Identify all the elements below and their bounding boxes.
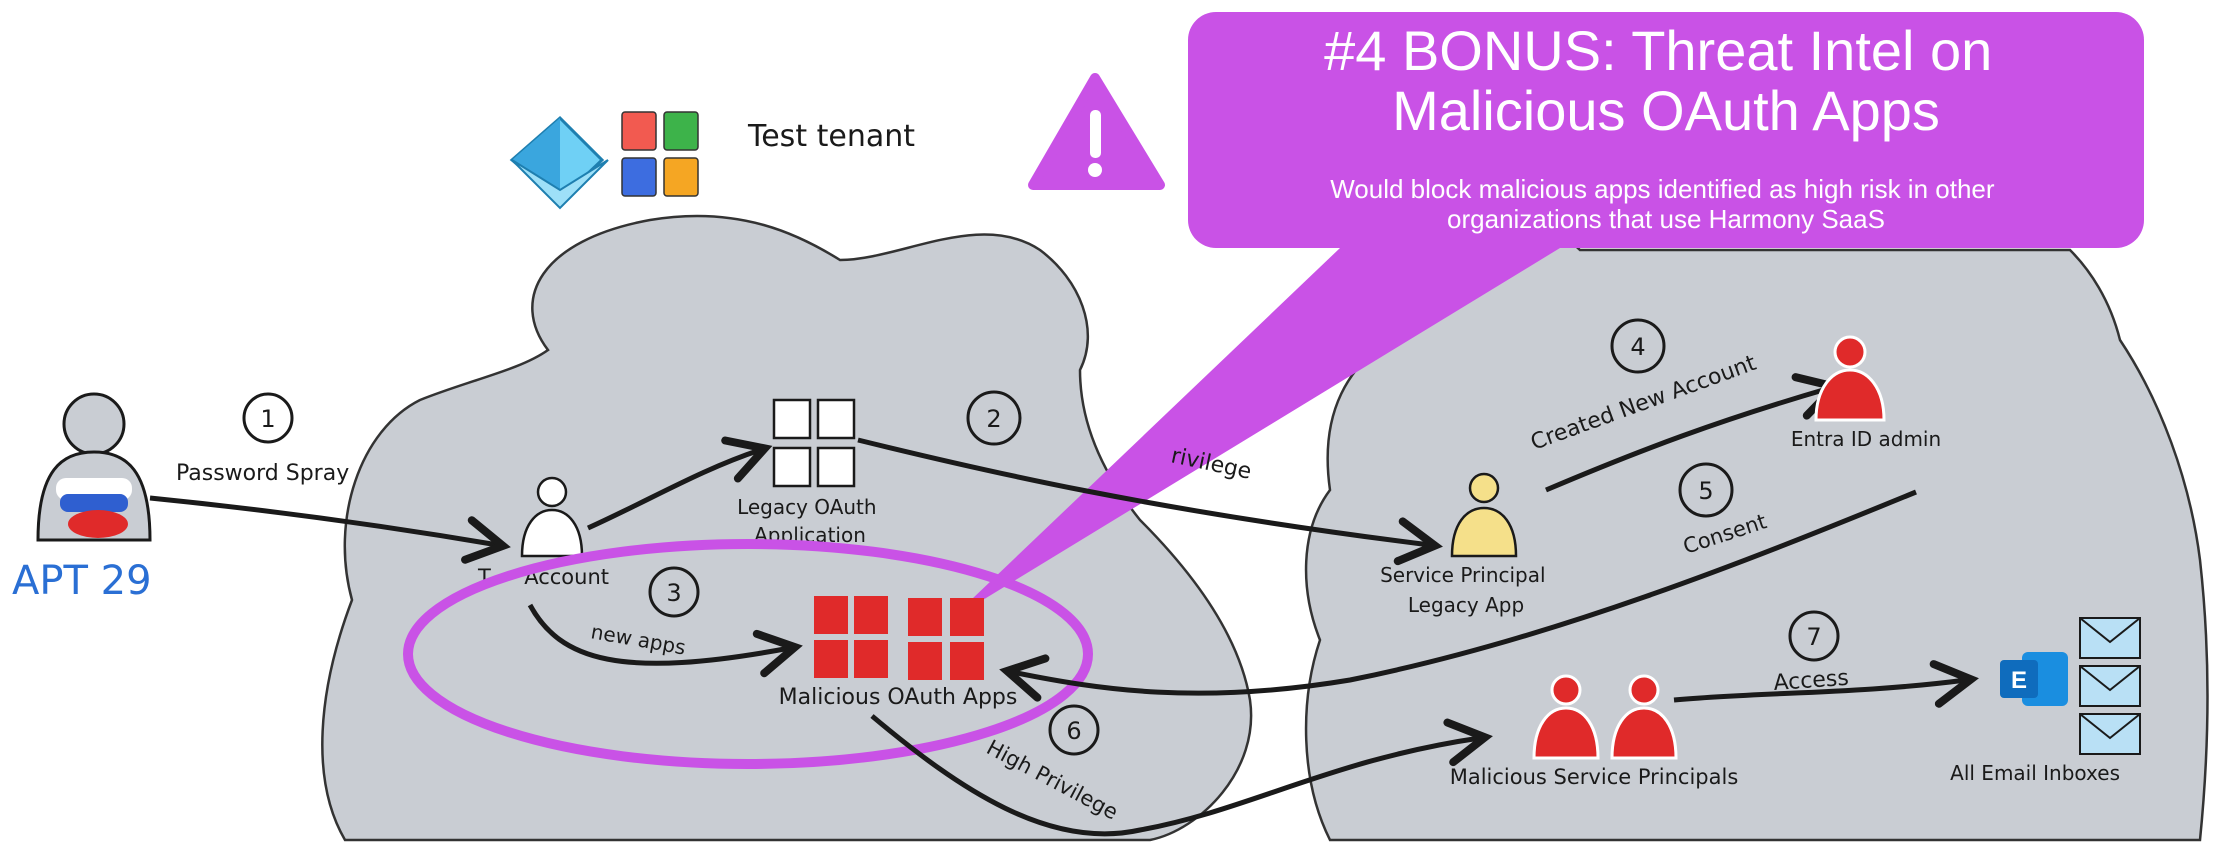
service-principal-label: Service Principal Legacy App — [1380, 563, 1552, 617]
exchange-letter: E — [2011, 667, 2027, 694]
step-6-number: 6 — [1066, 717, 1081, 745]
callout-body-line1: Would block malicious apps identified as… — [1330, 174, 1995, 204]
callout-body: Would block malicious apps identified as… — [1330, 174, 2002, 234]
highlight-ellipse — [403, 539, 1093, 769]
service-principal-label-line1: Service Principal — [1380, 563, 1546, 587]
azure-ad-icon — [509, 115, 609, 210]
test-account-user-icon — [520, 476, 584, 558]
service-principal-user-icon — [1450, 472, 1518, 558]
arrow-password-spray — [149, 495, 511, 564]
callout-title-line1: #4 BONUS: Threat Intel on — [1324, 19, 1992, 82]
inboxes-label: All Email Inboxes — [1950, 761, 2120, 785]
legacy-app-grid-icon — [772, 398, 856, 488]
attacker-actor-icon — [36, 392, 152, 542]
arrow-created-account — [1545, 373, 1843, 493]
step-5-number: 5 — [1698, 477, 1713, 505]
malicious-sps-label: Malicious Service Principals — [1450, 765, 1739, 789]
arrow-high-privilege — [870, 714, 1493, 837]
actor-label: APT 29 — [12, 558, 152, 604]
step-7: 7 — [1788, 610, 1840, 662]
callout-box — [1188, 12, 2144, 248]
arrow-privilege — [857, 437, 1443, 566]
callout-title-line2: Malicious OAuth Apps — [1392, 79, 1940, 142]
step-3: 3 — [648, 566, 700, 618]
step-6: 6 — [1048, 704, 1100, 756]
malicious-apps-grid-icon — [814, 596, 984, 680]
microsoft-logo-icon — [621, 111, 699, 197]
step-4-number: 4 — [1630, 333, 1645, 361]
step-7-number: 7 — [1806, 623, 1821, 651]
callout-title: #4 BONUS: Threat Intel on Malicious OAut… — [1324, 19, 2008, 142]
malicious-apps-label: Malicious OAuth Apps — [779, 685, 1018, 710]
step-1: 1 — [242, 392, 294, 444]
step-2-number: 2 — [986, 405, 1001, 433]
entra-admin-label: Entra ID admin — [1791, 427, 1941, 451]
arrow-access — [1673, 660, 1979, 708]
step-1-label: Password Spray — [176, 461, 349, 486]
arrow-new-apps — [527, 603, 803, 678]
step-5: 5 — [1678, 462, 1734, 518]
callout-pointer — [950, 248, 1560, 620]
service-principal-label-line2: Legacy App — [1408, 593, 1524, 617]
email-envelopes-icon — [2079, 617, 2141, 755]
step-2: 2 — [966, 390, 1022, 446]
tenant-label: Test tenant — [747, 119, 915, 154]
step-4: 4 — [1610, 318, 1666, 374]
exchange-icon: E — [2000, 652, 2068, 706]
warning-icon — [1028, 73, 1165, 190]
arrow-consent — [999, 489, 1917, 702]
step-1-number: 1 — [260, 405, 275, 433]
step-3-number: 3 — [666, 579, 681, 607]
legacy-app-label-line1: Legacy OAuth — [737, 495, 877, 519]
callout-body-line2: organizations that use Harmony SaaS — [1447, 204, 1885, 234]
entra-admin-user-icon — [1814, 335, 1886, 422]
malicious-service-principals-icon — [1532, 674, 1678, 760]
arrow-to-legacy-app — [586, 436, 773, 531]
